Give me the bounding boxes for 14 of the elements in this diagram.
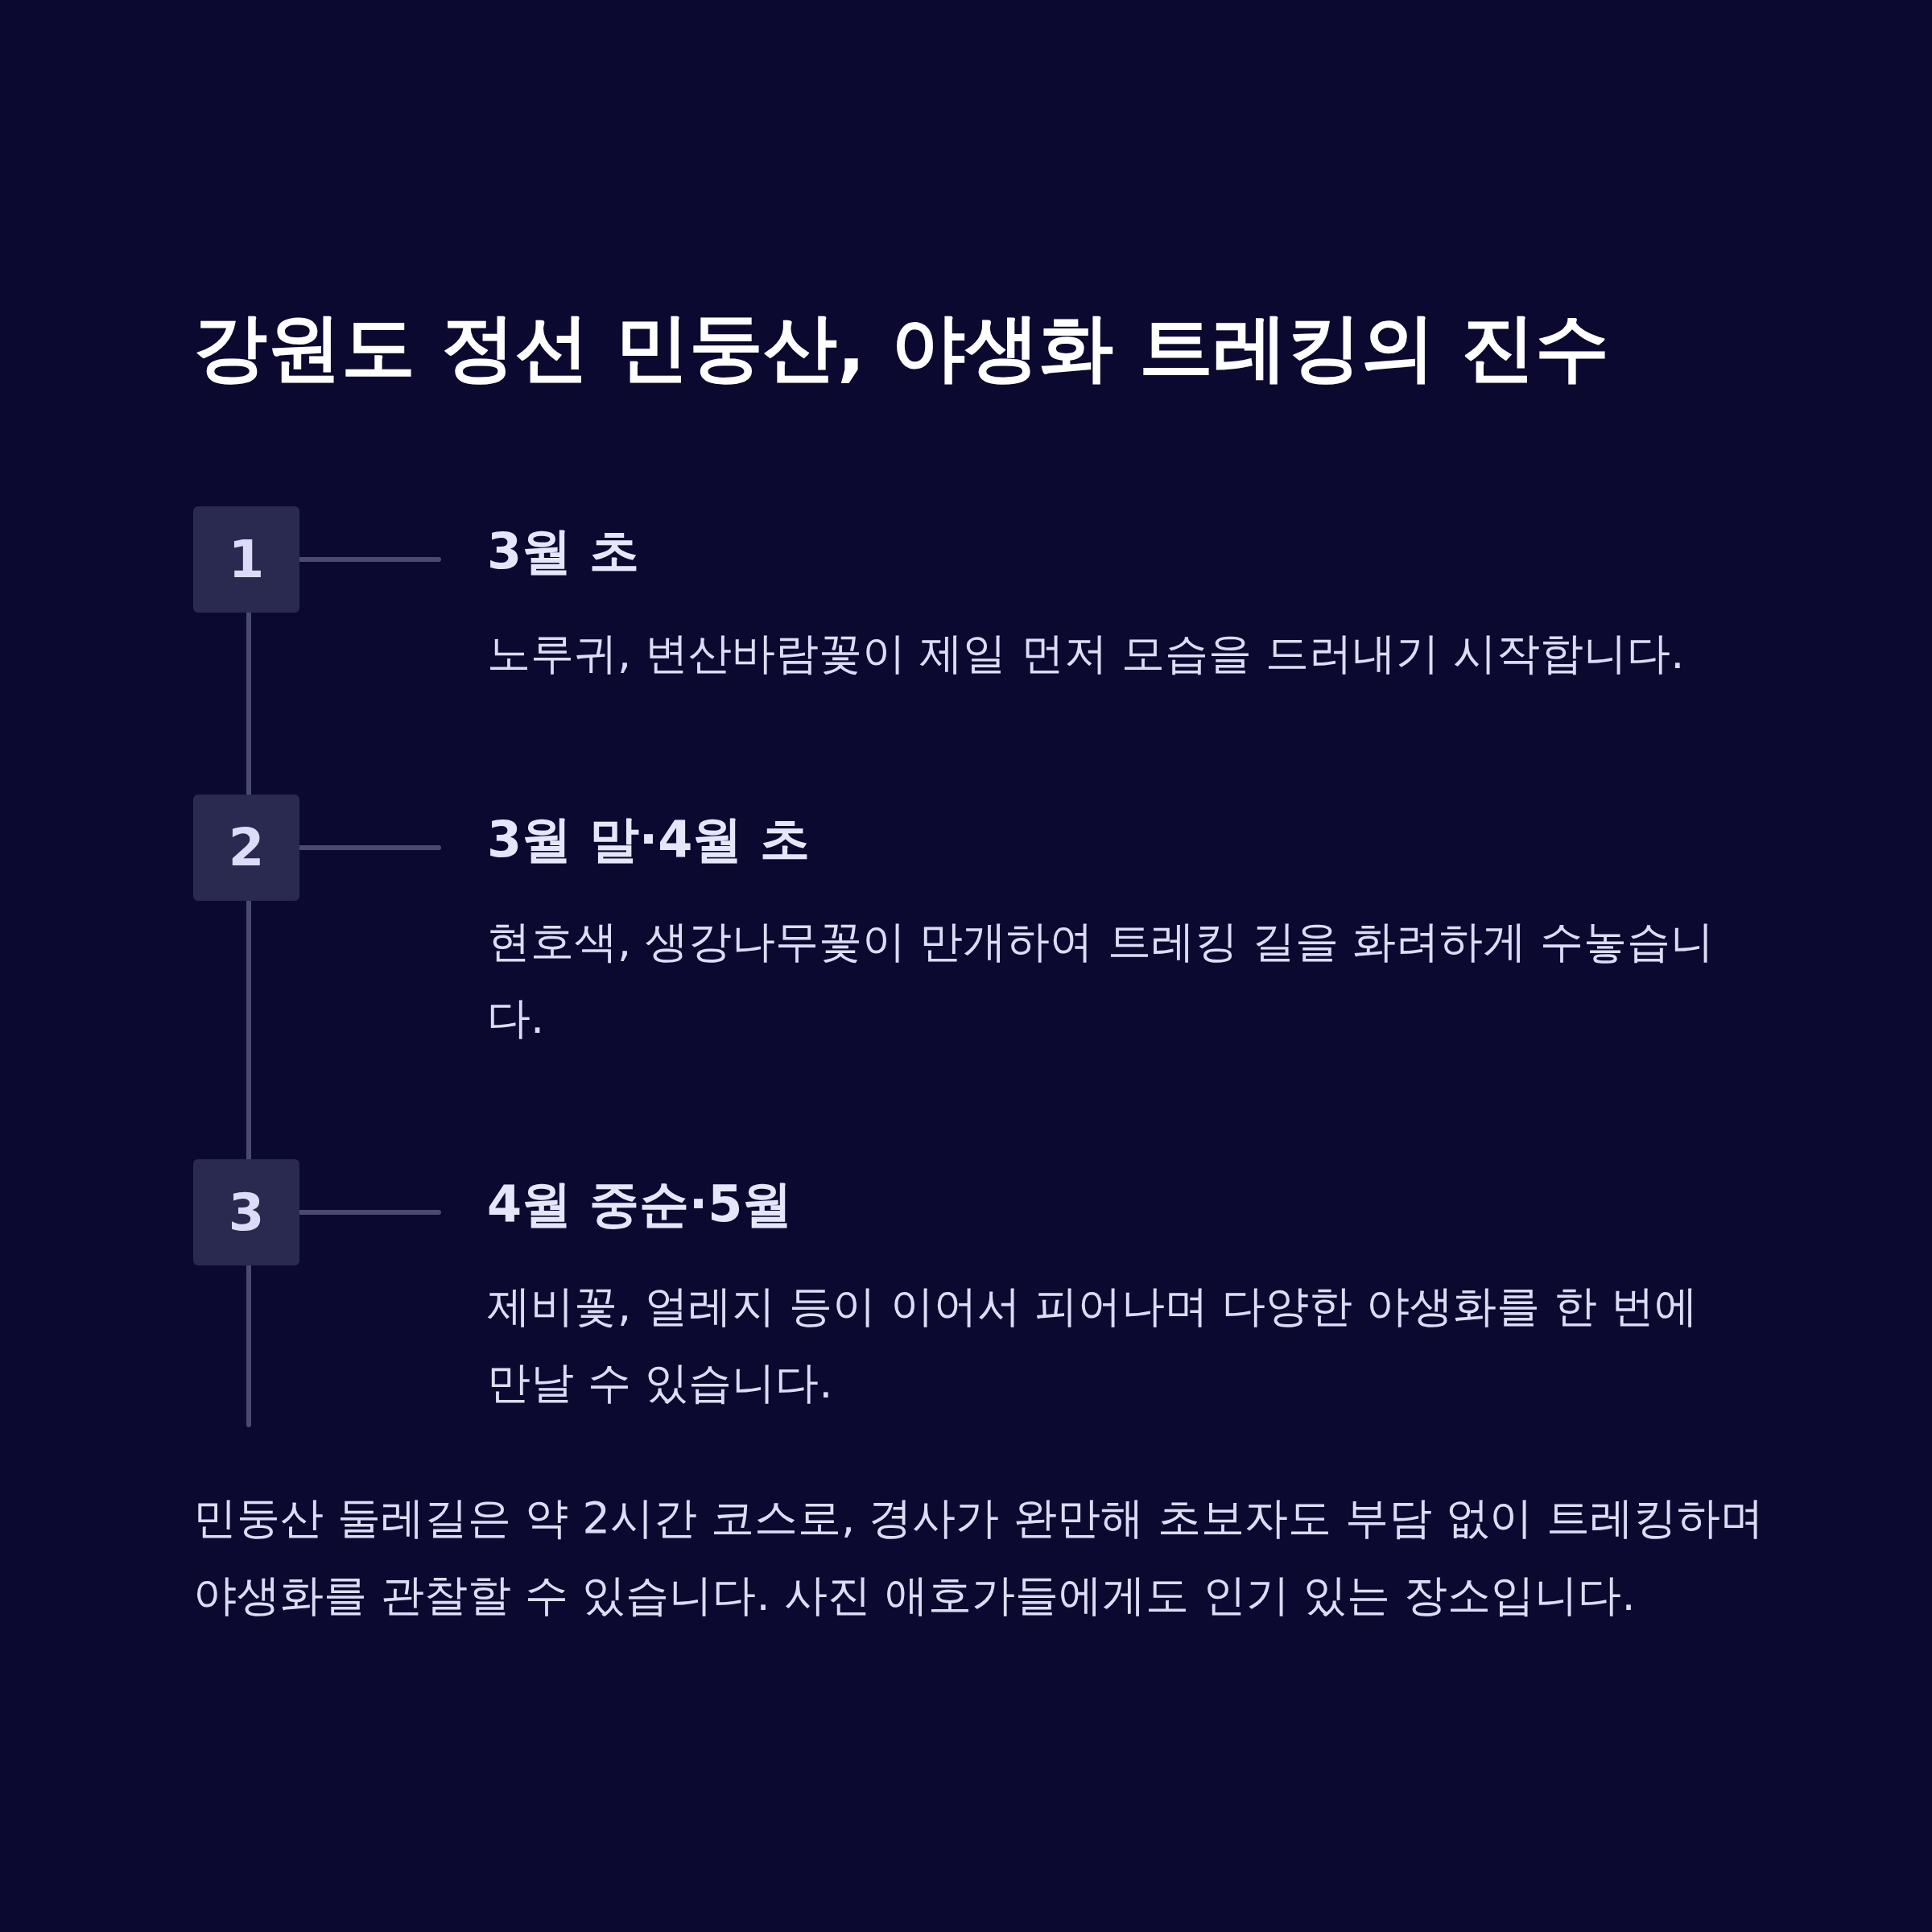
connector-line	[246, 610, 251, 797]
step-number-box: 1	[193, 506, 299, 613]
step-description: 노루귀, 변산바람꽃이 제일 먼저 모습을 드러내기 시작합니다.	[487, 627, 1686, 681]
title: 강원도 정선 민둥산, 야생화 트레킹의 진수	[193, 303, 1611, 392]
connector-line	[246, 898, 251, 1162]
step-heading: 3월 초	[487, 522, 639, 582]
step-heading: 4월 중순·5월	[487, 1174, 793, 1235]
connector-line	[246, 1263, 251, 1427]
step-description: 현호색, 생강나무꽃이 만개하여 트레킹 길을 화려하게 수놓습니다.	[487, 915, 1715, 1046]
step-number-box: 3	[193, 1159, 299, 1265]
note-text: 민둥산 둘레길은 약 2시간 코스로, 경사가 완만해 초보자도 부담 없이 트레킹하며 야생화를 관찰할 수 있습니다. 사진 애호가들에게도 인기 있는 장소입니다.	[193, 1492, 1765, 1622]
step-heading: 3월 말·4월 초	[487, 810, 810, 870]
step-number-box: 2	[193, 795, 299, 901]
step-description: 제비꽃, 얼레지 등이 이어서 피어나며 다양한 야생화를 한 번에 만날 수 있습니다.	[487, 1280, 1699, 1410]
